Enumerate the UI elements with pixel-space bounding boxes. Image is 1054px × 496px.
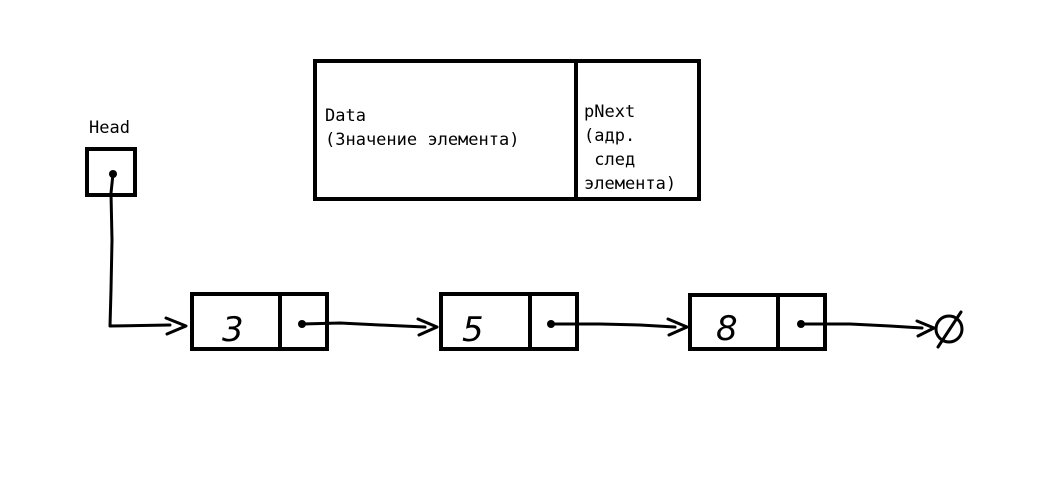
node-link-line xyxy=(300,321,427,329)
null-icon-slash xyxy=(936,310,963,349)
legend-node: Data (Значение элемента) pNext (адр. сле… xyxy=(313,59,701,201)
node-box xyxy=(190,292,329,351)
legend-next-line-2: (адр. xyxy=(584,126,635,146)
node-link-arrowhead xyxy=(666,317,689,337)
legend-data-label: Data xyxy=(325,106,366,126)
legend-next-line-4: элемента) xyxy=(584,174,676,194)
head-pointer: Head xyxy=(85,118,188,336)
node-link-line xyxy=(799,322,924,330)
list-node: 5 xyxy=(439,292,689,351)
node-value: 8 xyxy=(716,309,738,349)
legend-box xyxy=(313,59,701,201)
node-link-arrowhead xyxy=(915,319,936,338)
legend-next-line-3: след xyxy=(584,150,635,170)
head-label: Head xyxy=(89,118,130,138)
node-box xyxy=(688,293,827,351)
legend-next-line-1: pNext xyxy=(584,102,635,122)
head-arrowhead xyxy=(164,316,188,336)
null-terminator xyxy=(934,310,964,349)
node-link-arrowhead xyxy=(416,317,439,337)
legend-data-desc: (Значение элемента) xyxy=(325,130,519,150)
null-icon xyxy=(934,314,964,344)
node-value: 5 xyxy=(462,310,484,350)
list-node: 3 xyxy=(190,292,439,351)
list-node: 8 xyxy=(688,293,936,351)
node-value: 3 xyxy=(222,310,244,350)
node-box xyxy=(439,292,579,351)
head-arrow-line xyxy=(108,172,172,328)
node-link-line xyxy=(549,322,677,329)
